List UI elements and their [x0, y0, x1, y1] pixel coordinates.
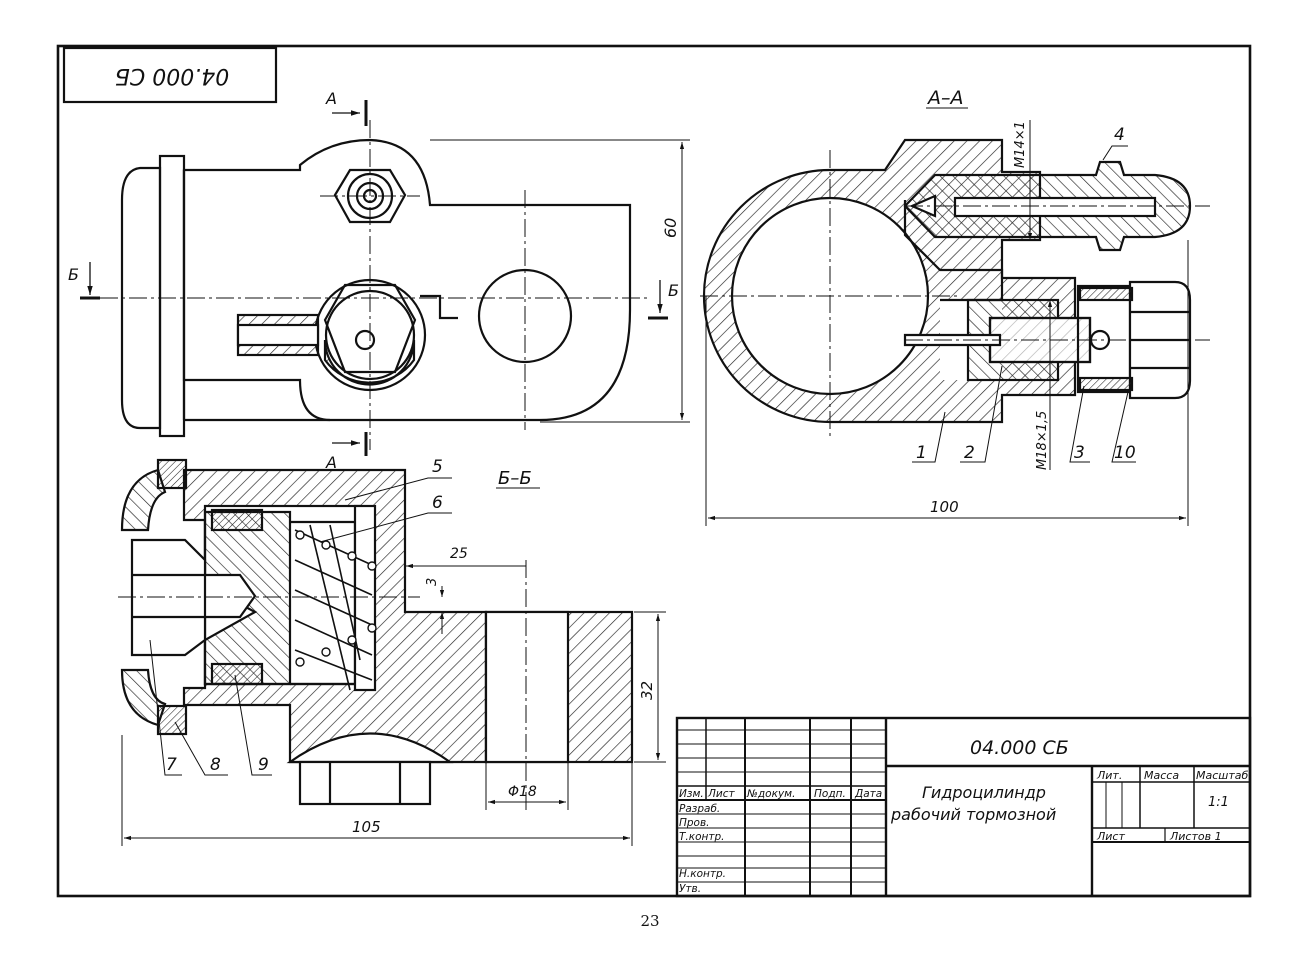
part-10-label: 10	[1114, 443, 1136, 463]
dimension-3-label: 3	[425, 578, 440, 586]
part-9-label: 9	[258, 755, 269, 775]
header-sheet: Лист	[707, 788, 735, 800]
dimension-60-label: 60	[661, 218, 680, 238]
rotated-code-text: 04.000 СБ	[115, 63, 229, 88]
role-developed: Разраб.	[679, 803, 720, 815]
leaders-aa	[912, 145, 1136, 463]
part-6-label: 6	[432, 493, 443, 513]
cut-label-b-right: Б	[668, 281, 679, 300]
sheets-count-label: Листов 1	[1169, 830, 1222, 843]
spring-coil-dots	[295, 530, 377, 667]
header-change: Изм.	[679, 788, 704, 800]
header-doc-no: №докум.	[746, 788, 795, 800]
cut-label-a-top: А	[325, 89, 337, 108]
part-7-label: 7	[166, 755, 177, 775]
section-aa-title: А–А	[926, 87, 964, 109]
dimension-32-label: 32	[638, 681, 656, 700]
role-approved: Утв.	[679, 883, 701, 895]
section-bb	[120, 458, 634, 806]
dimensions-bb	[121, 563, 666, 846]
sheet-label: Лист	[1096, 830, 1125, 843]
role-tech-control: Т.контр.	[679, 831, 725, 843]
cut-label-a-bottom: А	[325, 453, 337, 472]
title-block	[675, 716, 1252, 898]
dimension-18-label: Φ18	[508, 784, 537, 800]
drawing-title-line2: рабочий тормозной	[890, 805, 1056, 824]
header-lit: Лит.	[1096, 769, 1122, 782]
designation: 04.000 СБ	[970, 737, 1069, 759]
rotated-code-box: 04.000 СБ	[62, 46, 278, 104]
part-8-label: 8	[210, 755, 221, 775]
dimension-25-label: 25	[450, 546, 468, 562]
header-signature: Подп.	[814, 788, 846, 800]
leaders-bb	[149, 477, 452, 776]
section-bb-centerlines	[118, 560, 527, 810]
scale-value: 1:1	[1208, 795, 1229, 810]
part-4-label: 4	[1114, 125, 1125, 145]
front-view-centerlines	[100, 120, 650, 450]
part-2-label: 2	[964, 443, 975, 463]
header-scale: Масштаб	[1196, 769, 1248, 782]
cut-label-b-left: Б	[68, 265, 79, 284]
sheet-frame	[56, 44, 1252, 898]
part-5-label: 5	[432, 457, 443, 477]
dimension-100-label: 100	[930, 498, 959, 516]
cut-marks	[80, 100, 668, 456]
part-3-label: 3	[1074, 443, 1085, 463]
dimension-100	[705, 240, 1189, 526]
dimension-105-label: 105	[352, 818, 381, 836]
section-aa	[702, 138, 1192, 424]
page-number: 23	[640, 912, 660, 930]
part-1-label: 1	[916, 443, 927, 463]
drawing-title-line1: Гидроцилиндр	[922, 783, 1046, 802]
role-norm-control: Н.контр.	[679, 868, 726, 880]
header-date: Дата	[854, 788, 882, 800]
header-mass: Масса	[1144, 769, 1179, 782]
dimension-m18-label: M18×1,5	[1035, 411, 1050, 470]
dimension-m14-label: M14×1	[1013, 121, 1028, 168]
section-bb-title: Б–Б	[498, 468, 532, 489]
dimension-60	[430, 139, 690, 423]
section-aa-centerlines	[700, 150, 1210, 440]
role-checked: Пров.	[679, 817, 710, 829]
front-view	[120, 138, 632, 438]
